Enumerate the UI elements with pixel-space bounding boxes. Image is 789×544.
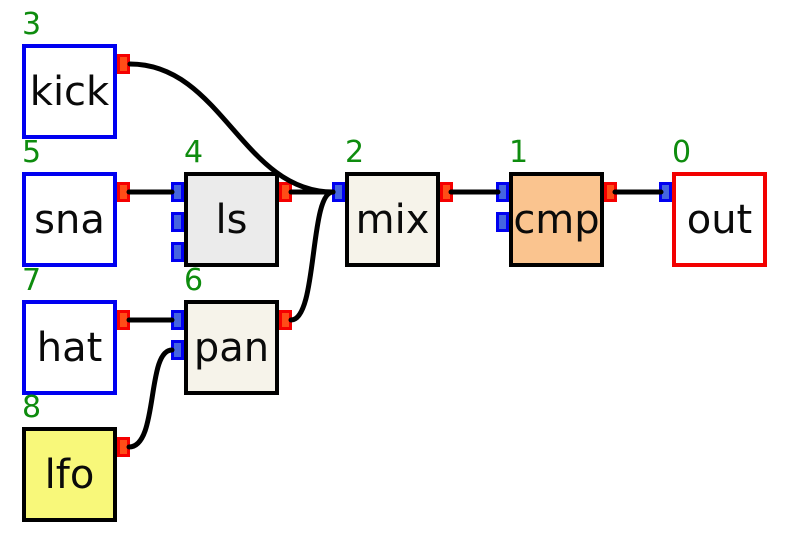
node-id-label: 4 [184, 135, 204, 170]
input-port[interactable] [171, 242, 184, 262]
node-id-label: 0 [672, 135, 692, 170]
node-id-label: 6 [184, 263, 204, 298]
node-label: cmp [513, 196, 600, 243]
node-pan[interactable]: 6 pan [171, 264, 292, 395]
node-box[interactable]: kick [22, 44, 117, 139]
input-port[interactable] [496, 212, 509, 232]
node-label: sna [34, 196, 105, 243]
node-sna[interactable]: 5 sna [22, 136, 130, 267]
node-box[interactable]: cmp [509, 172, 604, 267]
node-box[interactable]: lfo [22, 427, 117, 522]
node-label: lfo [44, 451, 95, 498]
node-label: out [686, 196, 753, 243]
node-hat[interactable]: 7 hat [22, 264, 130, 395]
node-label: ls [215, 196, 248, 243]
cable-lfo-to-pan[interactable] [126, 347, 175, 450]
node-box[interactable]: pan [184, 300, 279, 395]
node-box[interactable]: out [672, 172, 767, 267]
input-port[interactable] [171, 212, 184, 232]
node-label: hat [36, 324, 103, 371]
node-kick[interactable]: 3 kick [22, 8, 130, 139]
node-id-label: 7 [22, 263, 42, 298]
node-box[interactable]: hat [22, 300, 117, 395]
node-box[interactable]: mix [345, 172, 440, 267]
node-label: mix [355, 196, 430, 243]
node-id-label: 3 [22, 7, 42, 42]
node-id-label: 8 [22, 390, 42, 425]
node-cmp[interactable]: 1 cmp [496, 136, 617, 267]
node-id-label: 2 [345, 135, 365, 170]
node-id-label: 5 [22, 135, 42, 170]
node-id-label: 1 [509, 135, 529, 170]
node-label: kick [29, 68, 110, 115]
cable-kick-to-mix[interactable] [127, 61, 336, 195]
node-lfo[interactable]: 8 lfo [22, 391, 130, 522]
node-box[interactable]: ls [184, 172, 279, 267]
node-ls[interactable]: 4 ls [171, 136, 292, 267]
cable-pan-to-mix[interactable] [288, 189, 336, 323]
node-out[interactable]: 0 out [659, 136, 767, 267]
node-box[interactable]: sna [22, 172, 117, 267]
node-mix[interactable]: 2 mix [332, 136, 453, 267]
node-label: pan [193, 324, 270, 371]
